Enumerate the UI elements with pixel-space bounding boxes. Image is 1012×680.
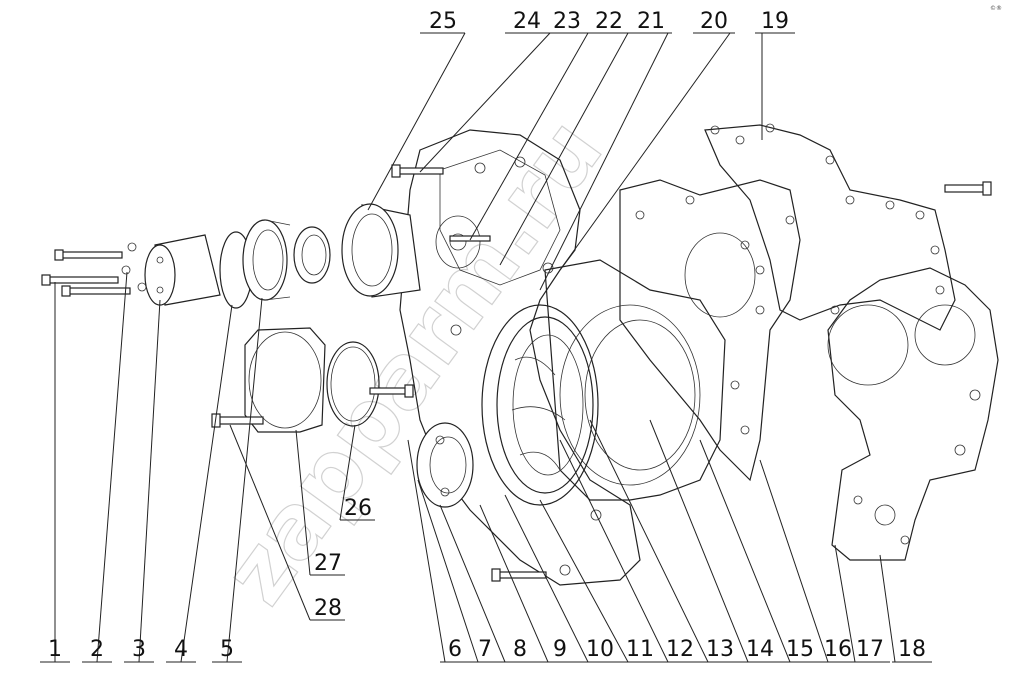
callout-9: 9 — [553, 637, 567, 662]
callout-22: 22 — [595, 9, 623, 34]
callout-25: 25 — [429, 9, 457, 34]
front-housing-part-15 — [544, 259, 726, 501]
cylinder-part-25 — [341, 203, 421, 298]
seal-assembly-parts-10-13 — [481, 304, 599, 506]
callout-26: 26 — [344, 496, 372, 521]
timing-cover-part-16 — [619, 179, 801, 482]
callout-6: 6 — [448, 637, 462, 662]
corner-mark: ©® — [990, 5, 1002, 12]
callout-5: 5 — [220, 637, 234, 662]
leader-lines — [40, 32, 932, 663]
callout-2: 2 — [90, 637, 104, 662]
callout-28: 28 — [314, 596, 342, 621]
ring-part-24 — [293, 226, 331, 284]
callout-11: 11 — [626, 637, 654, 662]
callout-10: 10 — [586, 637, 614, 662]
callout-21: 21 — [637, 9, 665, 34]
sleeve-part-3 — [144, 234, 221, 306]
callout-23: 23 — [553, 9, 581, 34]
callout-18: 18 — [898, 637, 926, 662]
o-ring-part-26 — [326, 341, 380, 427]
callout-27: 27 — [314, 551, 342, 576]
callout-3: 3 — [132, 637, 146, 662]
gasket-part-19 — [704, 123, 956, 331]
rear-plate-part-18 — [827, 267, 999, 561]
callout-14: 14 — [746, 637, 774, 662]
callout-7: 7 — [478, 637, 492, 662]
callout-16: 16 — [824, 637, 852, 662]
callout-labels: 1 2 3 4 5 6 7 8 9 10 11 12 13 14 15 16 1… — [48, 9, 926, 662]
callout-12: 12 — [666, 637, 694, 662]
callout-8: 8 — [513, 637, 527, 662]
small-pulley-part-8 — [416, 422, 474, 508]
callout-17: 17 — [856, 637, 884, 662]
callout-20: 20 — [700, 9, 728, 34]
washers-part-2 — [121, 242, 147, 292]
callout-1: 1 — [48, 637, 62, 662]
bearing-part-5 — [242, 219, 291, 301]
cover-plate-part-27 — [244, 327, 326, 433]
bolts-part-1 — [41, 249, 131, 297]
callout-15: 15 — [786, 637, 814, 662]
callout-24: 24 — [513, 9, 541, 34]
callout-19: 19 — [761, 9, 789, 34]
callout-13: 13 — [706, 637, 734, 662]
callout-4: 4 — [174, 637, 188, 662]
